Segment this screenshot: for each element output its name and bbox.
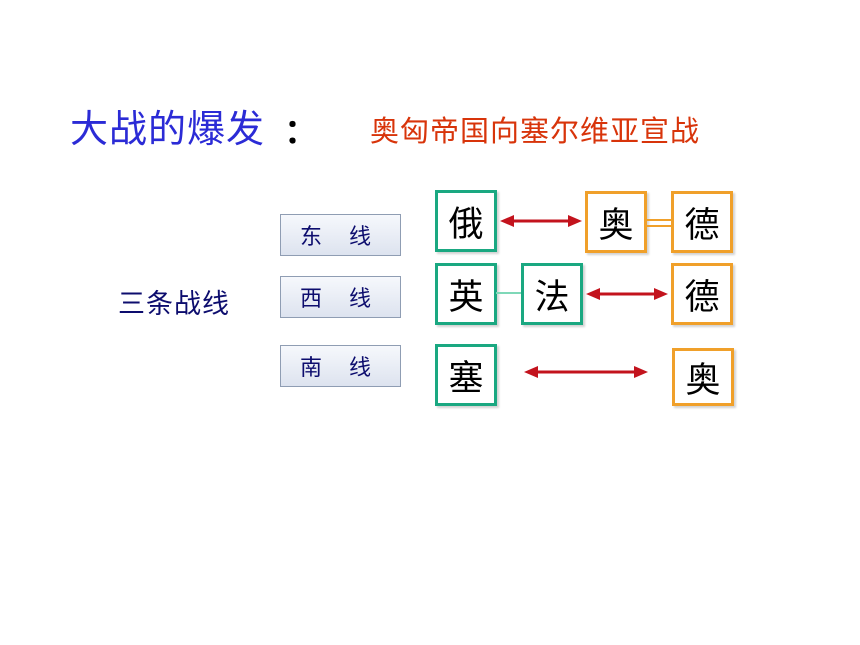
title-colon: ：: [284, 112, 318, 152]
west-front-arrow: [586, 288, 668, 300]
east-front-arrow: [500, 215, 582, 227]
south-front-arrow: [524, 366, 648, 378]
country-box-austria-south: 奥: [672, 348, 734, 406]
fronts-label: 三条战线: [118, 289, 230, 320]
country-box-russia: 俄: [435, 190, 497, 252]
front-east-label: 东 线: [280, 214, 401, 256]
front-south-label: 南 线: [280, 345, 401, 387]
country-box-germany-west: 德: [671, 263, 733, 325]
alliance-link-austria-germany-2: [646, 225, 672, 227]
country-box-britain: 英: [435, 263, 497, 325]
alliance-link-austria-germany: [646, 219, 672, 221]
page-title: 大战的爆发: [70, 107, 266, 151]
country-box-france: 法: [521, 263, 583, 325]
country-box-germany-east: 德: [671, 191, 733, 253]
declaration-text: 奥匈帝国向塞尔维亚宣战: [370, 114, 701, 148]
country-box-austria-east: 奥: [585, 191, 647, 253]
country-box-serbia: 塞: [435, 344, 497, 406]
alliance-link-britain-france: [496, 292, 522, 294]
front-west-label: 西 线: [280, 276, 401, 318]
